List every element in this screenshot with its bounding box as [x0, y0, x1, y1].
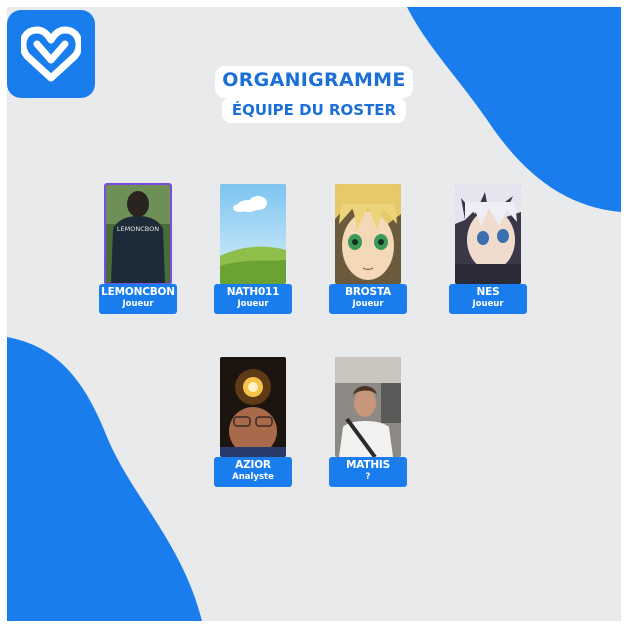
heart-m-logo-icon — [21, 26, 81, 82]
selfie-with-lamp-photo — [220, 357, 286, 457]
member-role: Joueur — [352, 299, 384, 309]
member-photo — [335, 357, 401, 457]
member-label: NATH011 Joueur — [214, 284, 292, 314]
landscape-placeholder-photo — [220, 184, 286, 284]
member-name: LEMONCBON — [101, 286, 175, 298]
page-subtitle: ÉQUIPE DU ROSTER — [231, 101, 397, 119]
background-waves — [7, 7, 621, 621]
member-name: MATHIS — [346, 459, 390, 471]
member-name: AZIOR — [235, 459, 271, 471]
car-selfie-photo — [335, 357, 401, 457]
member-role: ? — [365, 472, 371, 482]
member-role: Analyste — [232, 472, 274, 482]
member-photo — [220, 357, 286, 457]
member-role: Joueur — [122, 299, 154, 309]
member-role: Joueur — [472, 299, 504, 309]
anime-character-photo — [335, 184, 401, 284]
roster-poster: ORGANIGRAMME ÉQUIPE DU ROSTER LEMONCBON … — [7, 7, 621, 621]
title-pill: ORGANIGRAMME — [215, 66, 413, 98]
member-photo — [220, 184, 286, 284]
member-label: AZIOR Analyste — [214, 457, 292, 487]
shirt-text: LEMONCBON — [117, 225, 159, 233]
member-label: LEMONCBON Joueur — [99, 284, 177, 314]
member-photo — [455, 184, 521, 284]
page-title: ORGANIGRAMME — [222, 69, 406, 91]
member-name: NES — [476, 286, 500, 298]
member-label: NES Joueur — [449, 284, 527, 314]
member-role: Joueur — [237, 299, 269, 309]
member-label: BROSTA Joueur — [329, 284, 407, 314]
member-photo — [335, 184, 401, 284]
person-back-photo: LEMONCBON — [105, 184, 171, 284]
member-name: BROSTA — [345, 286, 391, 298]
logo-badge — [7, 10, 95, 98]
anime-character-photo — [455, 184, 521, 284]
member-label: MATHIS ? — [329, 457, 407, 487]
subtitle-pill: ÉQUIPE DU ROSTER — [222, 97, 406, 123]
member-name: NATH011 — [226, 286, 280, 298]
member-photo: LEMONCBON — [104, 183, 172, 285]
